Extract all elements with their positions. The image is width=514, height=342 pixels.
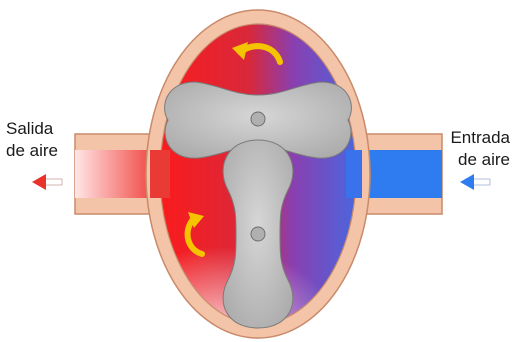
inlet-label-line1: Entrada bbox=[450, 127, 510, 149]
outlet-label-line1: Salida bbox=[6, 118, 58, 140]
outlet-label-line2: de aire bbox=[6, 140, 58, 162]
arrow-left-icon bbox=[460, 174, 490, 190]
inlet-label: Entrada de aire bbox=[450, 127, 510, 171]
outlet-label: Salida de aire bbox=[6, 118, 58, 162]
inlet-label-line2: de aire bbox=[450, 149, 510, 171]
arrow-left-icon bbox=[32, 174, 62, 190]
